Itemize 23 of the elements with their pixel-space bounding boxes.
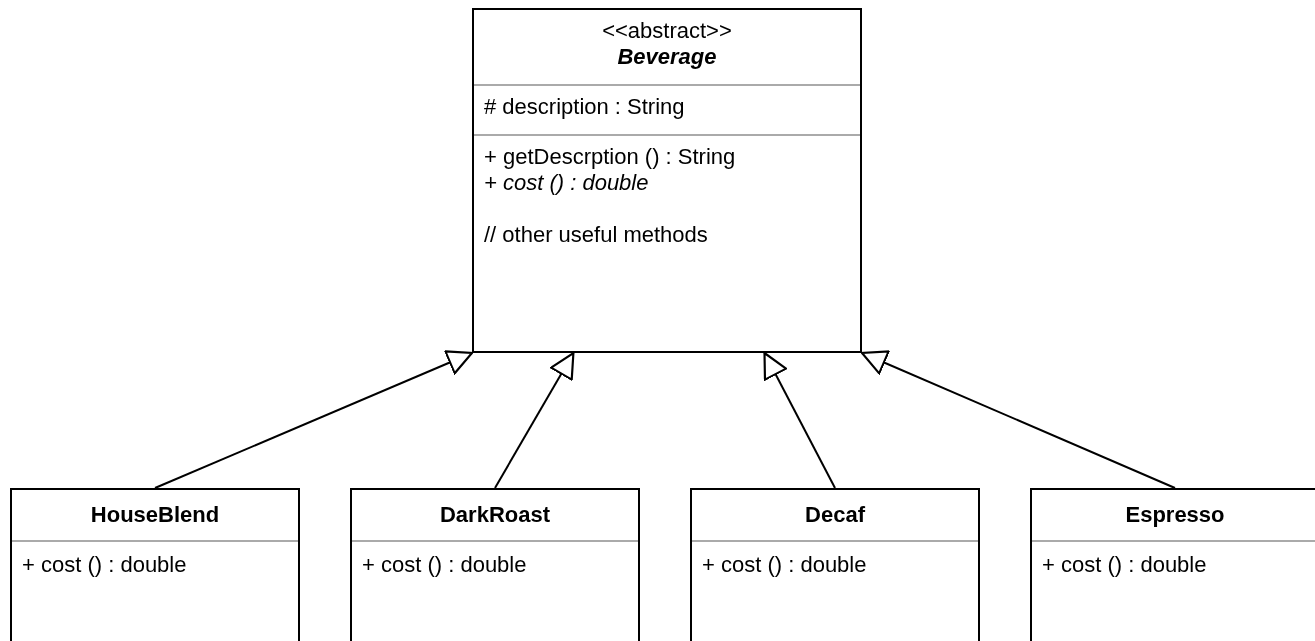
- method-text: + getDescrption () : String: [484, 144, 736, 170]
- class-box: [350, 488, 640, 641]
- method-text: + cost () : double: [362, 552, 527, 578]
- method-text: + cost () : double: [1042, 552, 1207, 578]
- class-box: [1030, 488, 1315, 641]
- class-name: HouseBlend: [90, 502, 220, 528]
- class-name: Espresso: [1125, 502, 1225, 528]
- attribute-text: # description : String: [484, 94, 685, 120]
- inheritance-arrow: [154, 350, 474, 489]
- method-text: + cost () : double: [22, 552, 187, 578]
- method-text: + cost () : double: [702, 552, 867, 578]
- method-text: + cost () : double: [484, 170, 649, 196]
- inheritance-arrow: [494, 351, 575, 489]
- class-box: [472, 8, 862, 353]
- class-name: Decaf: [805, 502, 865, 528]
- class-box: [690, 488, 980, 641]
- class-name: Beverage: [617, 44, 717, 70]
- inheritance-arrow: [763, 351, 836, 489]
- method-text: // other useful methods: [484, 222, 708, 248]
- class-name: DarkRoast: [439, 502, 550, 528]
- stereotype-label: <<abstract>>: [602, 18, 732, 44]
- inheritance-arrow: [860, 350, 1176, 489]
- class-box: [10, 488, 300, 641]
